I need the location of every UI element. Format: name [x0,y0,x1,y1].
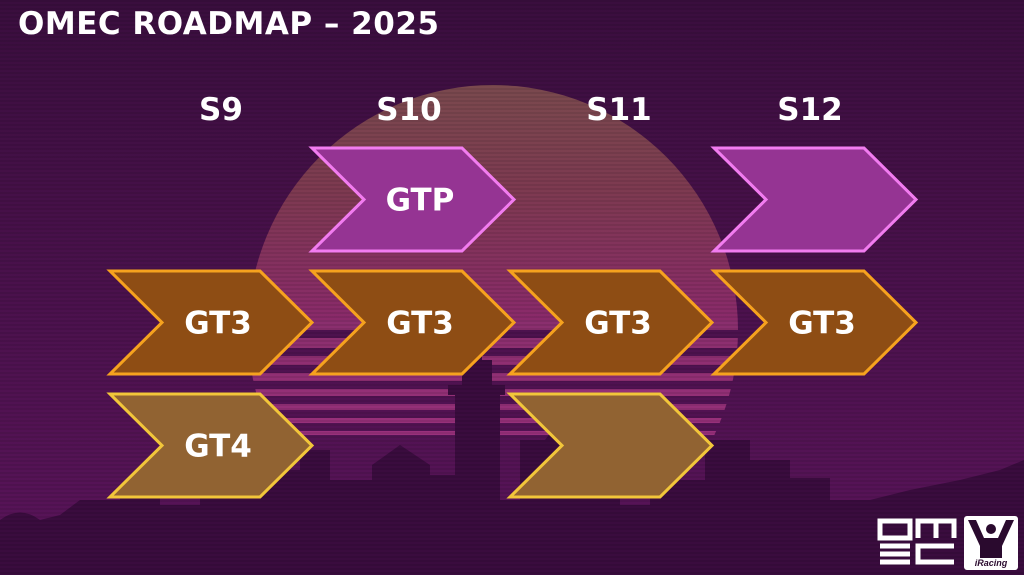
chevron-gt3-s11 [506,269,715,376]
chevron-label-gt3-s9: GT3 [184,306,252,342]
chevron-gt3-s9 [106,269,315,376]
chevron-gt4-s9 [106,392,315,499]
chevron-label-gtp-s10: GTP [386,183,455,219]
omec-logo [877,518,957,565]
chevron-gtp-s10 [308,146,517,253]
season-s11: S11 [586,92,652,128]
chevron-label-gt3-s11: GT3 [584,306,652,342]
page-title: OMEC ROADMAP – 2025 [18,6,440,42]
chevron-label-gt3-s10: GT3 [386,306,454,342]
season-s9: S9 [199,92,243,128]
iracing-wordmark: iRacing [974,558,1008,568]
chevron-gtp-s12 [710,146,919,253]
season-s12: S12 [777,92,843,128]
chevron-gt4-s11 [506,392,715,499]
chevron-gt3-s12 [710,269,919,376]
chevron-label-gt3-s12: GT3 [788,306,856,342]
chevron-gt3-s10 [308,269,517,376]
iracing-logo: iRacing [964,516,1018,570]
season-s10: S10 [376,92,442,128]
iracing-figure-icon [968,520,1014,558]
chevron-label-gt4-s9: GT4 [184,429,252,465]
